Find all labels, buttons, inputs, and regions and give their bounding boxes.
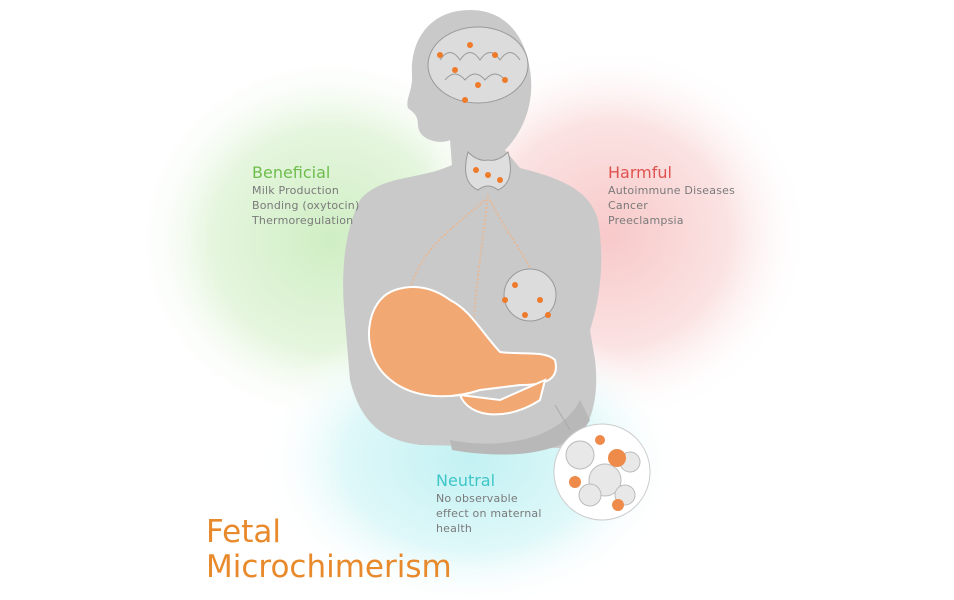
beneficial-section: Beneficial Milk Production Bonding (oxyt… — [252, 163, 359, 228]
thyroid-icon — [465, 151, 511, 191]
beneficial-item: Bonding (oxytocin) — [252, 199, 360, 212]
page-title: Fetal Microchimerism — [206, 515, 452, 585]
title-line: Fetal — [206, 514, 281, 550]
title-line: Microchimerism — [206, 549, 452, 585]
neutral-item: health — [436, 522, 473, 535]
harmful-heading: Harmful — [608, 163, 672, 182]
neutral-heading: Neutral — [436, 471, 496, 490]
breast-gland-icon — [502, 268, 557, 322]
harmful-item: Cancer — [608, 199, 648, 212]
neutral-section: Neutral No observable effect on maternal… — [436, 471, 542, 536]
neutral-item: effect on maternal — [436, 507, 542, 520]
magnifier-line — [554, 404, 571, 431]
harmful-item: Autoimmune Diseases — [608, 184, 736, 197]
brain-icon — [427, 26, 529, 104]
harmful-section: Harmful Autoimmune Diseases Cancer Preec… — [608, 163, 735, 228]
neutral-item: No observable — [436, 492, 518, 505]
mother-arm — [450, 400, 590, 455]
harmful-item: Preeclampsia — [608, 214, 684, 227]
cell-magnifier — [553, 423, 651, 521]
baby — [368, 286, 557, 416]
beneficial-item: Milk Production — [252, 184, 339, 197]
beneficial-item: Thermoregulation — [252, 214, 354, 227]
beneficial-heading: Beneficial — [252, 163, 331, 182]
